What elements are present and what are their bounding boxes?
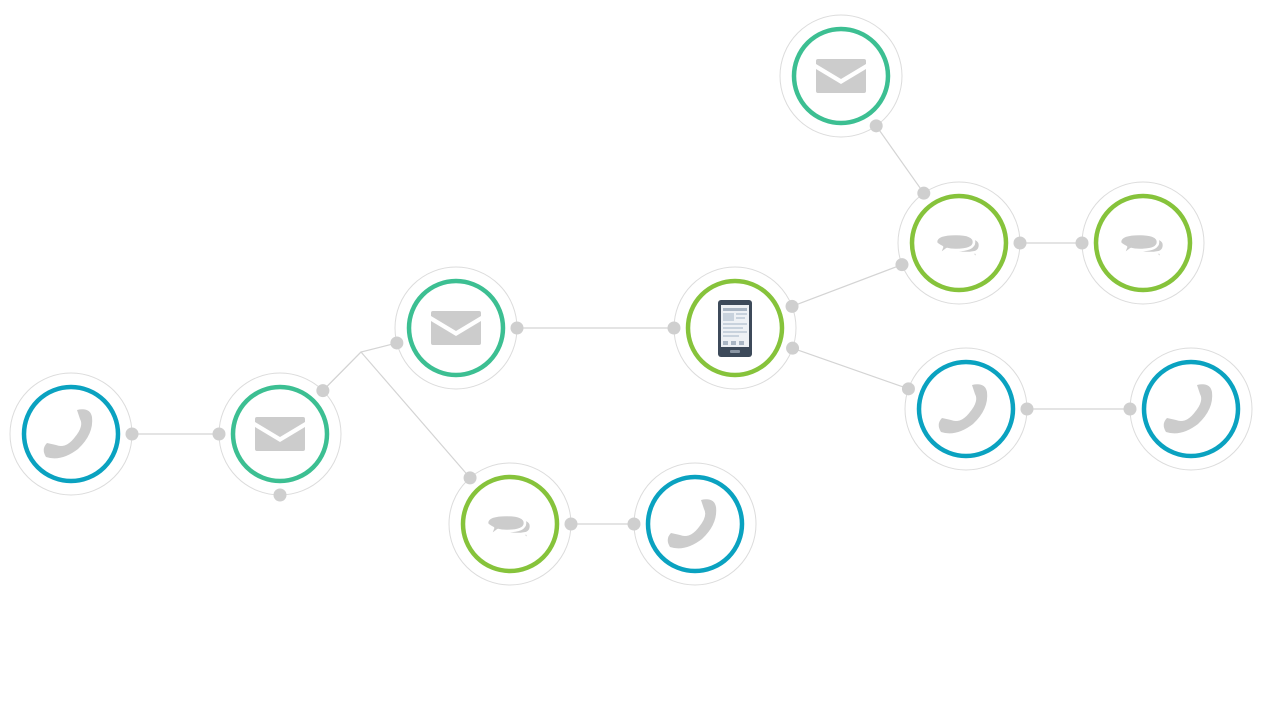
email-node[interactable] [394, 266, 518, 390]
chat-node[interactable] [897, 181, 1021, 305]
connector-port[interactable] [463, 471, 477, 485]
node-ring [645, 474, 745, 574]
connector-port[interactable] [901, 382, 915, 396]
connector-n2-n3 [322, 342, 398, 392]
connector-port[interactable] [917, 186, 931, 200]
email-node[interactable] [779, 14, 903, 138]
call-node[interactable] [904, 347, 1028, 471]
connector-port[interactable] [212, 427, 226, 441]
connector-port[interactable] [125, 427, 139, 441]
smartphone-icon [718, 300, 752, 357]
connector-port[interactable] [1013, 236, 1027, 250]
call-node[interactable] [1129, 347, 1253, 471]
node-ring [916, 359, 1016, 459]
call-node[interactable] [633, 462, 757, 586]
connector-port[interactable] [1123, 402, 1137, 416]
connector-n6-n8 [791, 264, 903, 307]
connectors-layer [132, 125, 1130, 525]
connector-port[interactable] [786, 341, 800, 355]
ports-layer [125, 119, 1137, 531]
connector-port[interactable] [627, 517, 641, 531]
connector-port[interactable] [785, 299, 799, 313]
device-node[interactable] [673, 266, 797, 390]
connector-port[interactable] [564, 517, 578, 531]
connector-port[interactable] [1020, 402, 1034, 416]
connector-port[interactable] [510, 321, 524, 335]
chat-node[interactable] [1081, 181, 1205, 305]
envelope-icon [431, 311, 481, 345]
chat-node[interactable] [448, 462, 572, 586]
node-ring [21, 384, 121, 484]
envelope-icon [255, 417, 305, 451]
connector-port[interactable] [316, 384, 330, 398]
envelope-icon [816, 59, 866, 93]
connector-port[interactable] [667, 321, 681, 335]
nodes-layer [9, 14, 1253, 586]
connector-port[interactable] [869, 119, 883, 133]
connector-n7-n8 [875, 125, 925, 194]
node-ring [1141, 359, 1241, 459]
connector-port[interactable] [1075, 236, 1089, 250]
email-node[interactable] [218, 372, 342, 496]
connector-n2-n4 [322, 351, 471, 479]
connector-port[interactable] [390, 336, 404, 350]
connector-port[interactable] [895, 258, 909, 272]
connector-port[interactable] [273, 488, 287, 502]
connector-n6-n10 [792, 347, 909, 390]
call-node[interactable] [9, 372, 133, 496]
